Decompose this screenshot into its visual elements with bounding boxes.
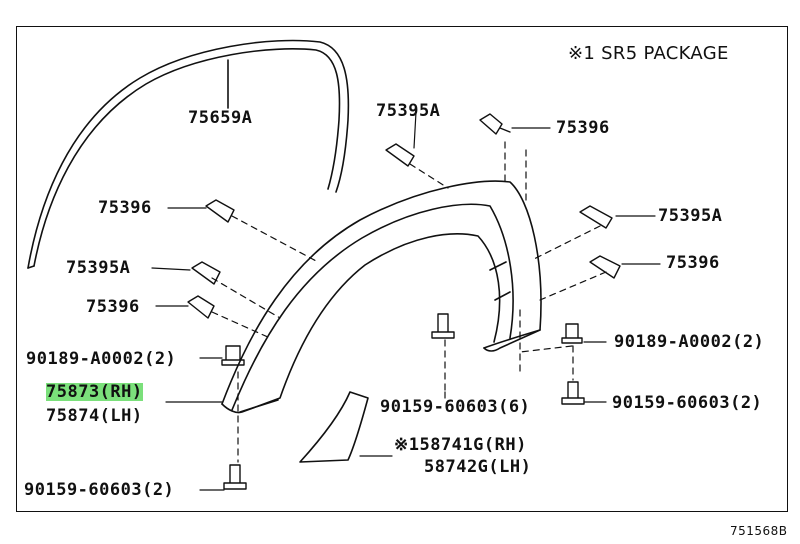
label-bolt-right[interactable]: 90189-A0002(2) [614, 332, 765, 352]
wheel-molding [27, 39, 350, 269]
figure-code: 751568B [730, 524, 788, 538]
label-mudguard-lh[interactable]: 58742G(LH) [424, 457, 532, 477]
label-clip-right-1[interactable]: 75395A [658, 206, 723, 226]
label-screw-center[interactable]: 90159-60603(6) [380, 397, 531, 417]
label-clip-right-2[interactable]: 75396 [666, 253, 720, 273]
package-note: ※1 SR5 PACKAGE [568, 43, 729, 64]
label-clip-left-1[interactable]: 75396 [98, 198, 152, 218]
fender-flare [221, 180, 542, 414]
label-screw-right[interactable]: 90159-60603(2) [612, 393, 763, 413]
clip-icons [187, 113, 621, 319]
diagram-frame [16, 26, 788, 512]
label-molding[interactable]: 75659A [188, 108, 253, 128]
label-mudguard-rh[interactable]: ※158741G(RH) [394, 435, 527, 455]
label-clip-left-2[interactable]: 75395A [66, 258, 131, 278]
leader-lines [151, 111, 661, 491]
label-clip-left-3[interactable]: 75396 [86, 297, 140, 317]
label-clip-top-b[interactable]: 75396 [556, 118, 610, 138]
label-screw-bottom-left[interactable]: 90159-60603(2) [24, 480, 175, 500]
label-bolt-left[interactable]: 90189-A0002(2) [26, 349, 177, 369]
alignment-lines [211, 141, 607, 463]
label-flare-rh[interactable]: 75873(RH) [46, 382, 143, 402]
label-flare-lh[interactable]: 75874(LH) [46, 406, 143, 426]
label-clip-top-a[interactable]: 75395A [376, 101, 441, 121]
bolt-icons [221, 313, 585, 490]
mud-guard [299, 391, 369, 463]
